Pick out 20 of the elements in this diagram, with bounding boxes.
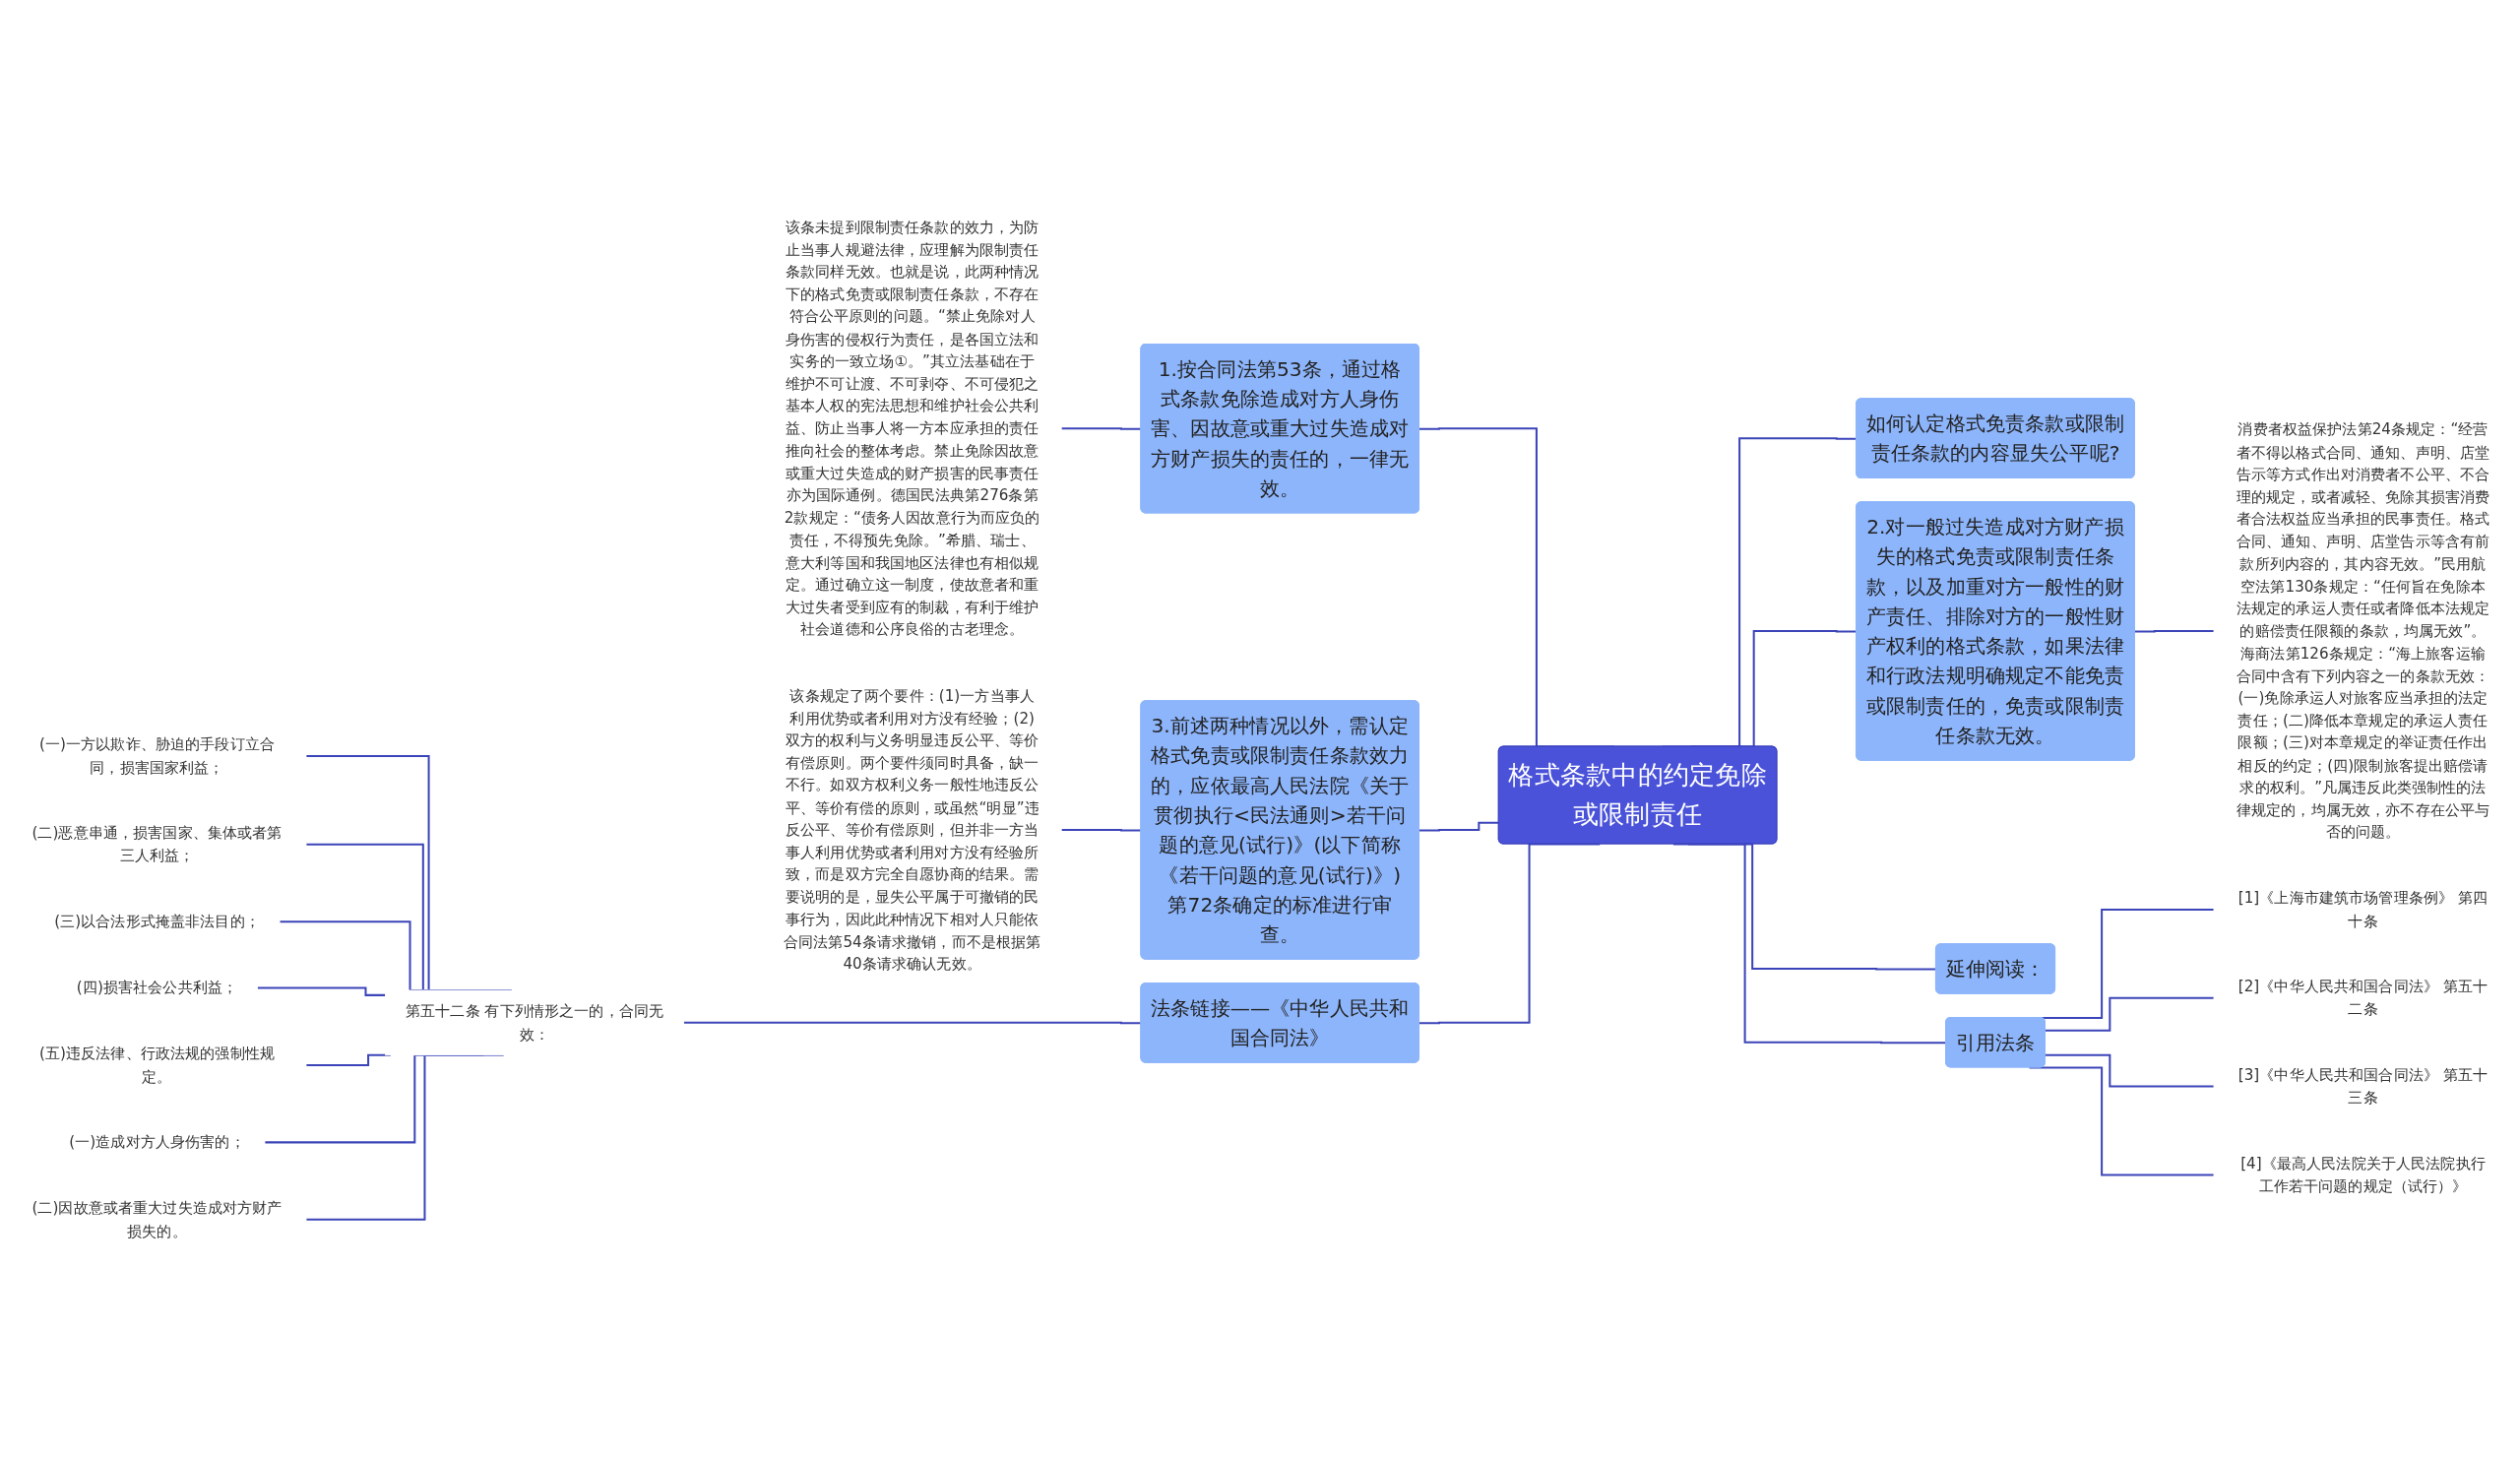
node-text: (一)造成对方人身伤害的； <box>69 1133 245 1152</box>
node-text: (四)损害社会公共利益； <box>76 979 238 997</box>
node-text: (三)以合法形式掩盖非法目的； <box>54 912 260 931</box>
connector <box>305 1053 391 1066</box>
connector <box>2046 1053 2215 1088</box>
node-text: (二)恶意串通，损害国家、集体或者第三人利益； <box>32 824 283 864</box>
node-text: (二)因故意或者重大过失造成对方财产损失的。 <box>32 1199 283 1240</box>
connector <box>2134 630 2215 633</box>
node-text: [4]《最高人民法院关于人民法院执行工作若干问题的规定（试行）》 <box>2240 1154 2486 1195</box>
node-text: [1]《上海市建筑市场管理条例》 第四十条 <box>2237 889 2488 930</box>
node-text: (五)违反法律、行政法规的强制性规定。 <box>39 1045 275 1086</box>
connector <box>2046 996 2215 1032</box>
node-text: (一)一方以欺诈、胁迫的手段订立合同，损害国家利益； <box>39 735 275 777</box>
connector <box>1419 821 1499 832</box>
connector <box>257 986 386 996</box>
node-text: 该条规定了两个要件：(1)一方当事人利用优势或者利用对方没有经验；(2)双方的权利与义务明显违反公平、等价有偿原则。两个要件须同时具备，缺一不行。如双方权利义务一般性地违反公平、等价有偿的原则，或虽然“明显”违反公平、等价有偿原则，但并非一方当事人利用优势或者利用对方没有经验所致，而是双方完全自愿协商的结果。需要说明的是，显失公平属于可撤销的民事行为，因此此种情况下相对人只能依合同法第54条请求撤销，而不是根据第40条请求确认无效。 <box>783 686 1041 974</box>
node-text: [3]《中华人民共和国合同法》 第五十三条 <box>2237 1065 2488 1107</box>
node-text: 该条未提到限制责任条款的效力，为防止当事人规避法律，应理解为限制责任条款同样无效。也就是说，此两种情况下的格式免责或限制责任条款，不存在符合公平原则的问题。“禁止免除对人身伤害的侵权行为责任，是各国立法和实务的一致立场①。”其立法基础在于维护不可让渡、不可剥夺、不可侵犯之基本人权的宪法思想和维护社会公共利益、防止当事人将一方本应承担的责任推向社会的整体考虑。禁止免除因故意或重大过失造成的财产损害的民事责任亦为国际通例。德国民法典第276条第2款规定：“债务人因故意行为而应负的责任，不得预先免除。”希腊、瑞士、意大利等国和我国地区法律也有相似规定。通过确立这一制度，使故意者和重大过失者受到应有的制裁，有利于维护社会道德和公序良俗的古老理念。 <box>784 218 1040 639</box>
node-text: [2]《中华人民共和国合同法》 第五十二条 <box>2237 978 2488 1018</box>
node-text: 消费者权益保护法第24条规定：“经营者不得以格式合同、通知、声明、店堂告示等方式作出对消费者不公平、不合理的规定，或者减轻、免除其损害消费者合法权益应当承担的民事责任。格式合同、通知、声明、店堂告示等含有前款所列内容的，其内容无效。”民用航空法第130条规定：“任何旨在免除本法规定的承运人责任或者降低本法规定的赔偿责任限额的条款，均属无效”。海商法第126条规定：“海上旅客运输合同中含有下列内容之一的条款无效：(一)免除承运人对旅客应当承担的法定责任；(二)降低本章规定的承运人责任限额；(三)对本章规定的举证责任作出相反的约定；(四)限制旅客提出赔偿请求的权利。”凡属违反此类强制性的法律规定的，均属无效，亦不存在公平与否的问题。 <box>2236 420 2490 842</box>
